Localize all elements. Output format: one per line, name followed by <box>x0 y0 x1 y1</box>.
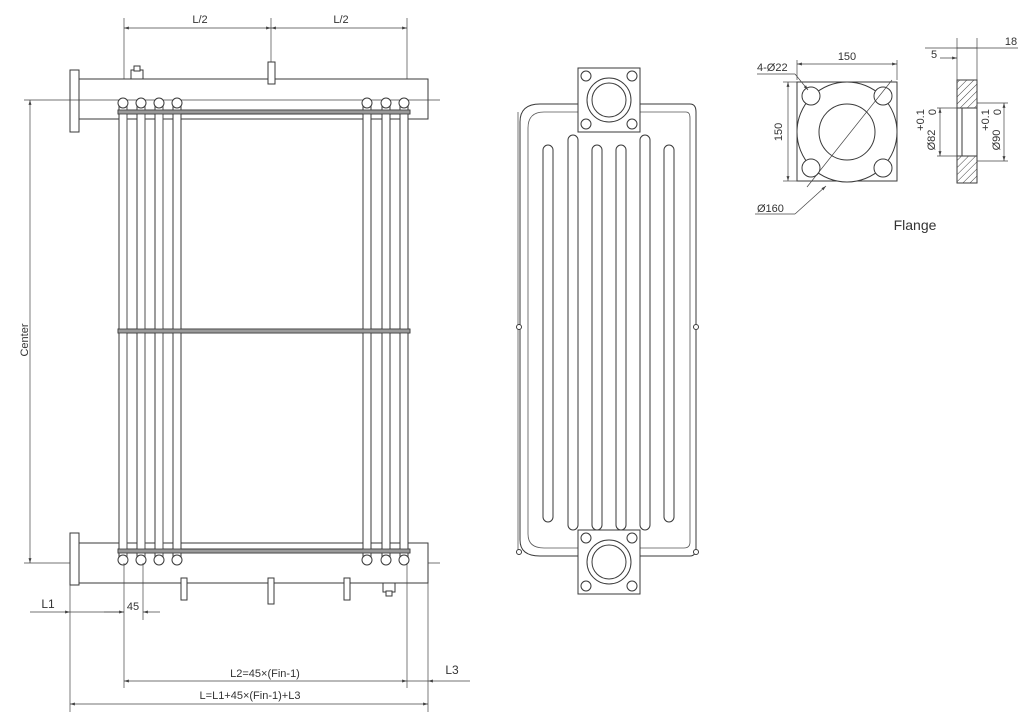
fin-slots <box>542 134 675 531</box>
top-flange <box>69 69 80 133</box>
dim-pitch-label: 45 <box>127 601 139 613</box>
dim-center-label: Center <box>19 323 31 356</box>
flange-inner-tol-low: 0 <box>927 109 939 115</box>
flange-bore <box>818 103 876 161</box>
tube-ends-top <box>117 97 410 109</box>
bottom-stud-2 <box>267 577 275 605</box>
flange-depth-label: 18 <box>1005 36 1017 48</box>
dim-half-right-label: L/2 <box>333 14 348 26</box>
flange-bore-tol-low: 0 <box>992 109 1004 115</box>
flange-section-bottom <box>956 155 978 184</box>
side-view <box>516 67 699 595</box>
flange-bore-tol: +0.1 <box>980 109 992 131</box>
dim-total-label: L=L1+45×(Fin-1)+L3 <box>200 690 301 702</box>
flange-inner-tol: +0.1 <box>915 109 927 131</box>
flange-caption: Flange <box>894 217 937 233</box>
dim-l1-label: L1 <box>41 597 55 611</box>
tube-ends-bottom <box>117 554 410 566</box>
side-bottom-flange <box>577 529 641 595</box>
flange-height-label: 150 <box>773 123 785 141</box>
flange-inner-label: Ø82 <box>926 130 938 151</box>
flange-detail: 150 150 4-Ø22 Ø160 5 18 <box>755 36 1018 233</box>
flange-thickness-label: 5 <box>931 49 937 61</box>
side-top-flange <box>577 67 641 133</box>
flange-section-top <box>956 79 978 109</box>
flange-bore-label: Ø90 <box>991 130 1003 151</box>
flange-hole <box>873 86 893 106</box>
front-view: L/2 L/2 Center <box>19 14 470 712</box>
flange-holes-label: 4-Ø22 <box>757 62 788 74</box>
flange-outer-dia-label: Ø160 <box>757 203 784 215</box>
bottom-stud-3 <box>343 577 351 601</box>
bottom-stud-1 <box>180 577 188 601</box>
flange-hole <box>801 158 821 178</box>
top-center-stud <box>267 61 276 85</box>
flange-width-label: 150 <box>838 51 856 63</box>
dim-half-left-label: L/2 <box>192 14 207 26</box>
flange-hole <box>801 86 821 106</box>
dim-l2-label: L2=45×(Fin-1) <box>230 668 300 680</box>
bottom-flange <box>69 532 80 586</box>
flange-hole <box>873 158 893 178</box>
side-outline <box>519 99 697 561</box>
dim-l3-label: L3 <box>445 663 459 677</box>
